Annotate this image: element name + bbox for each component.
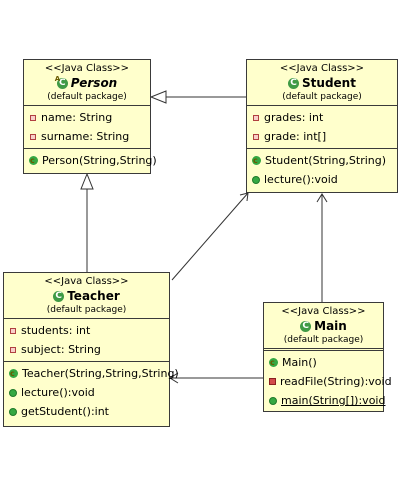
method-row[interactable]: lecture():void (247, 170, 397, 189)
field-icon (10, 346, 16, 353)
generalization-arrowhead (80, 172, 94, 190)
fields-section: grades: int grade: int[] (247, 106, 397, 148)
public-method-icon (9, 388, 17, 397)
class-title: C Main (266, 318, 381, 334)
public-method-icon (252, 175, 260, 184)
generalization-arrowhead (149, 90, 167, 104)
teacher-to-student-association-line (171, 192, 249, 281)
constructor-icon: c (29, 156, 38, 165)
class-main[interactable]: <<Java Class>> C Main (default package) … (263, 302, 392, 412)
class-student[interactable]: <<Java Class>> C Student (default packag… (246, 59, 398, 193)
association-arrowhead (239, 192, 249, 202)
private-method-icon (269, 378, 276, 385)
package-label: (default package) (46, 305, 127, 315)
field-row[interactable]: surname: String (24, 127, 150, 146)
method-row[interactable]: main(String[]):void (264, 391, 385, 410)
package-label: (default package) (47, 92, 127, 102)
class-name: Teacher (67, 289, 120, 303)
public-method-icon (269, 396, 277, 405)
class-name: Main (314, 319, 347, 333)
class-title: C Student (249, 75, 395, 91)
class-title: C Teacher (6, 288, 167, 304)
field-row[interactable]: students: int (4, 321, 169, 340)
field-row[interactable]: grades: int (247, 108, 397, 127)
package-label: (default package) (282, 92, 362, 102)
field-row[interactable]: subject: String (4, 340, 169, 359)
constructor-icon: c (269, 358, 278, 367)
method-row[interactable]: getStudent():int (4, 402, 169, 421)
field-row[interactable]: name: String (24, 108, 150, 127)
class-c-icon: C (300, 320, 312, 332)
method-row[interactable]: lecture():void (4, 383, 169, 402)
field-icon (10, 327, 16, 334)
stereotype-label: <<Java Class>> (44, 276, 129, 287)
class-c-icon: C (53, 290, 65, 302)
fields-section: students: int subject: String (4, 319, 169, 361)
package-label: (default package) (283, 335, 364, 345)
class-header: <<Java Class>> C Student (default packag… (247, 60, 397, 106)
class-name: Person (70, 76, 118, 90)
field-icon (253, 114, 259, 121)
class-name: Student (302, 76, 356, 90)
field-icon (30, 133, 36, 140)
class-c-icon: C (288, 77, 300, 89)
stereotype-label: <<Java Class>> (281, 306, 366, 317)
association-arrowhead (316, 193, 328, 203)
class-header: <<Java Class>> C Main (default package) (264, 303, 383, 349)
constructor-icon: c (9, 369, 18, 378)
field-icon (253, 133, 259, 140)
fields-section: name: String surname: String (24, 106, 150, 148)
stereotype-label: <<Java Class>> (44, 63, 130, 74)
method-row[interactable]: readFile(String):void (264, 372, 392, 391)
stereotype-label: <<Java Class>> (279, 63, 365, 74)
field-icon (30, 114, 36, 121)
field-row[interactable]: grade: int[] (247, 127, 397, 146)
constructor-icon: c (252, 156, 261, 165)
class-header: <<Java Class>> C Teacher (default packag… (4, 273, 169, 319)
class-teacher[interactable]: <<Java Class>> C Teacher (default packag… (3, 272, 179, 427)
public-method-icon (9, 407, 17, 416)
